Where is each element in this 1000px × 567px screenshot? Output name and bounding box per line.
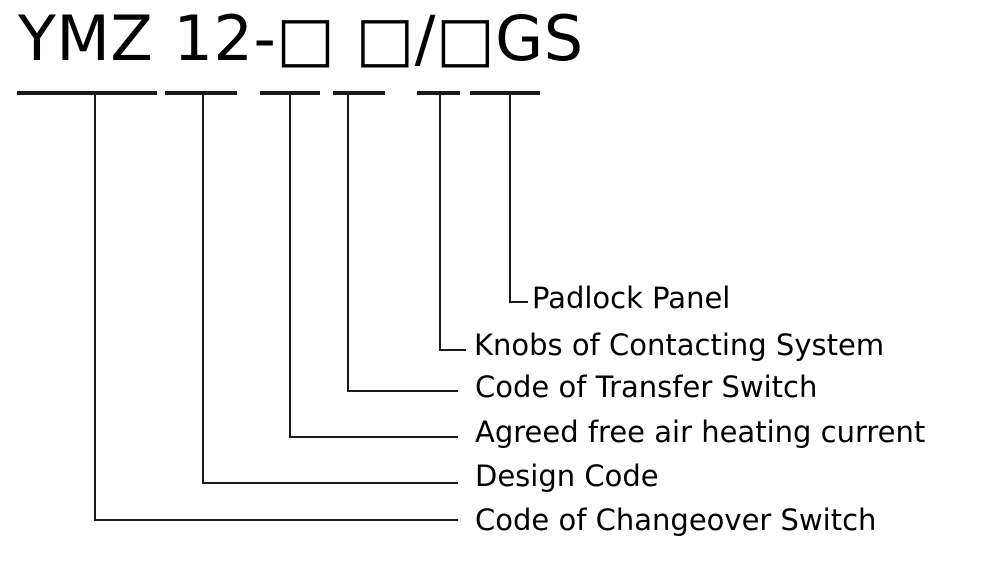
model-code-title: YMZ 12-□ □/□GS [18, 2, 584, 75]
label-contacting-system-knobs: Knobs of Contacting System [474, 328, 885, 362]
leader-contacting-system-knobs [439, 93, 466, 351]
label-padlock-panel: Padlock Panel [532, 281, 731, 315]
label-changeover-switch: Code of Changeover Switch [475, 503, 877, 537]
leader-design-code [202, 93, 458, 484]
label-design-code: Design Code [475, 459, 659, 493]
leader-heating-current [289, 93, 458, 438]
leader-transfer-switch [347, 93, 458, 392]
leader-padlock-panel [509, 93, 528, 303]
leader-line-group [94, 93, 528, 521]
leader-changeover-switch [94, 93, 458, 521]
label-transfer-switch: Code of Transfer Switch [475, 370, 818, 404]
label-heating-current: Agreed free air heating current [475, 415, 926, 449]
